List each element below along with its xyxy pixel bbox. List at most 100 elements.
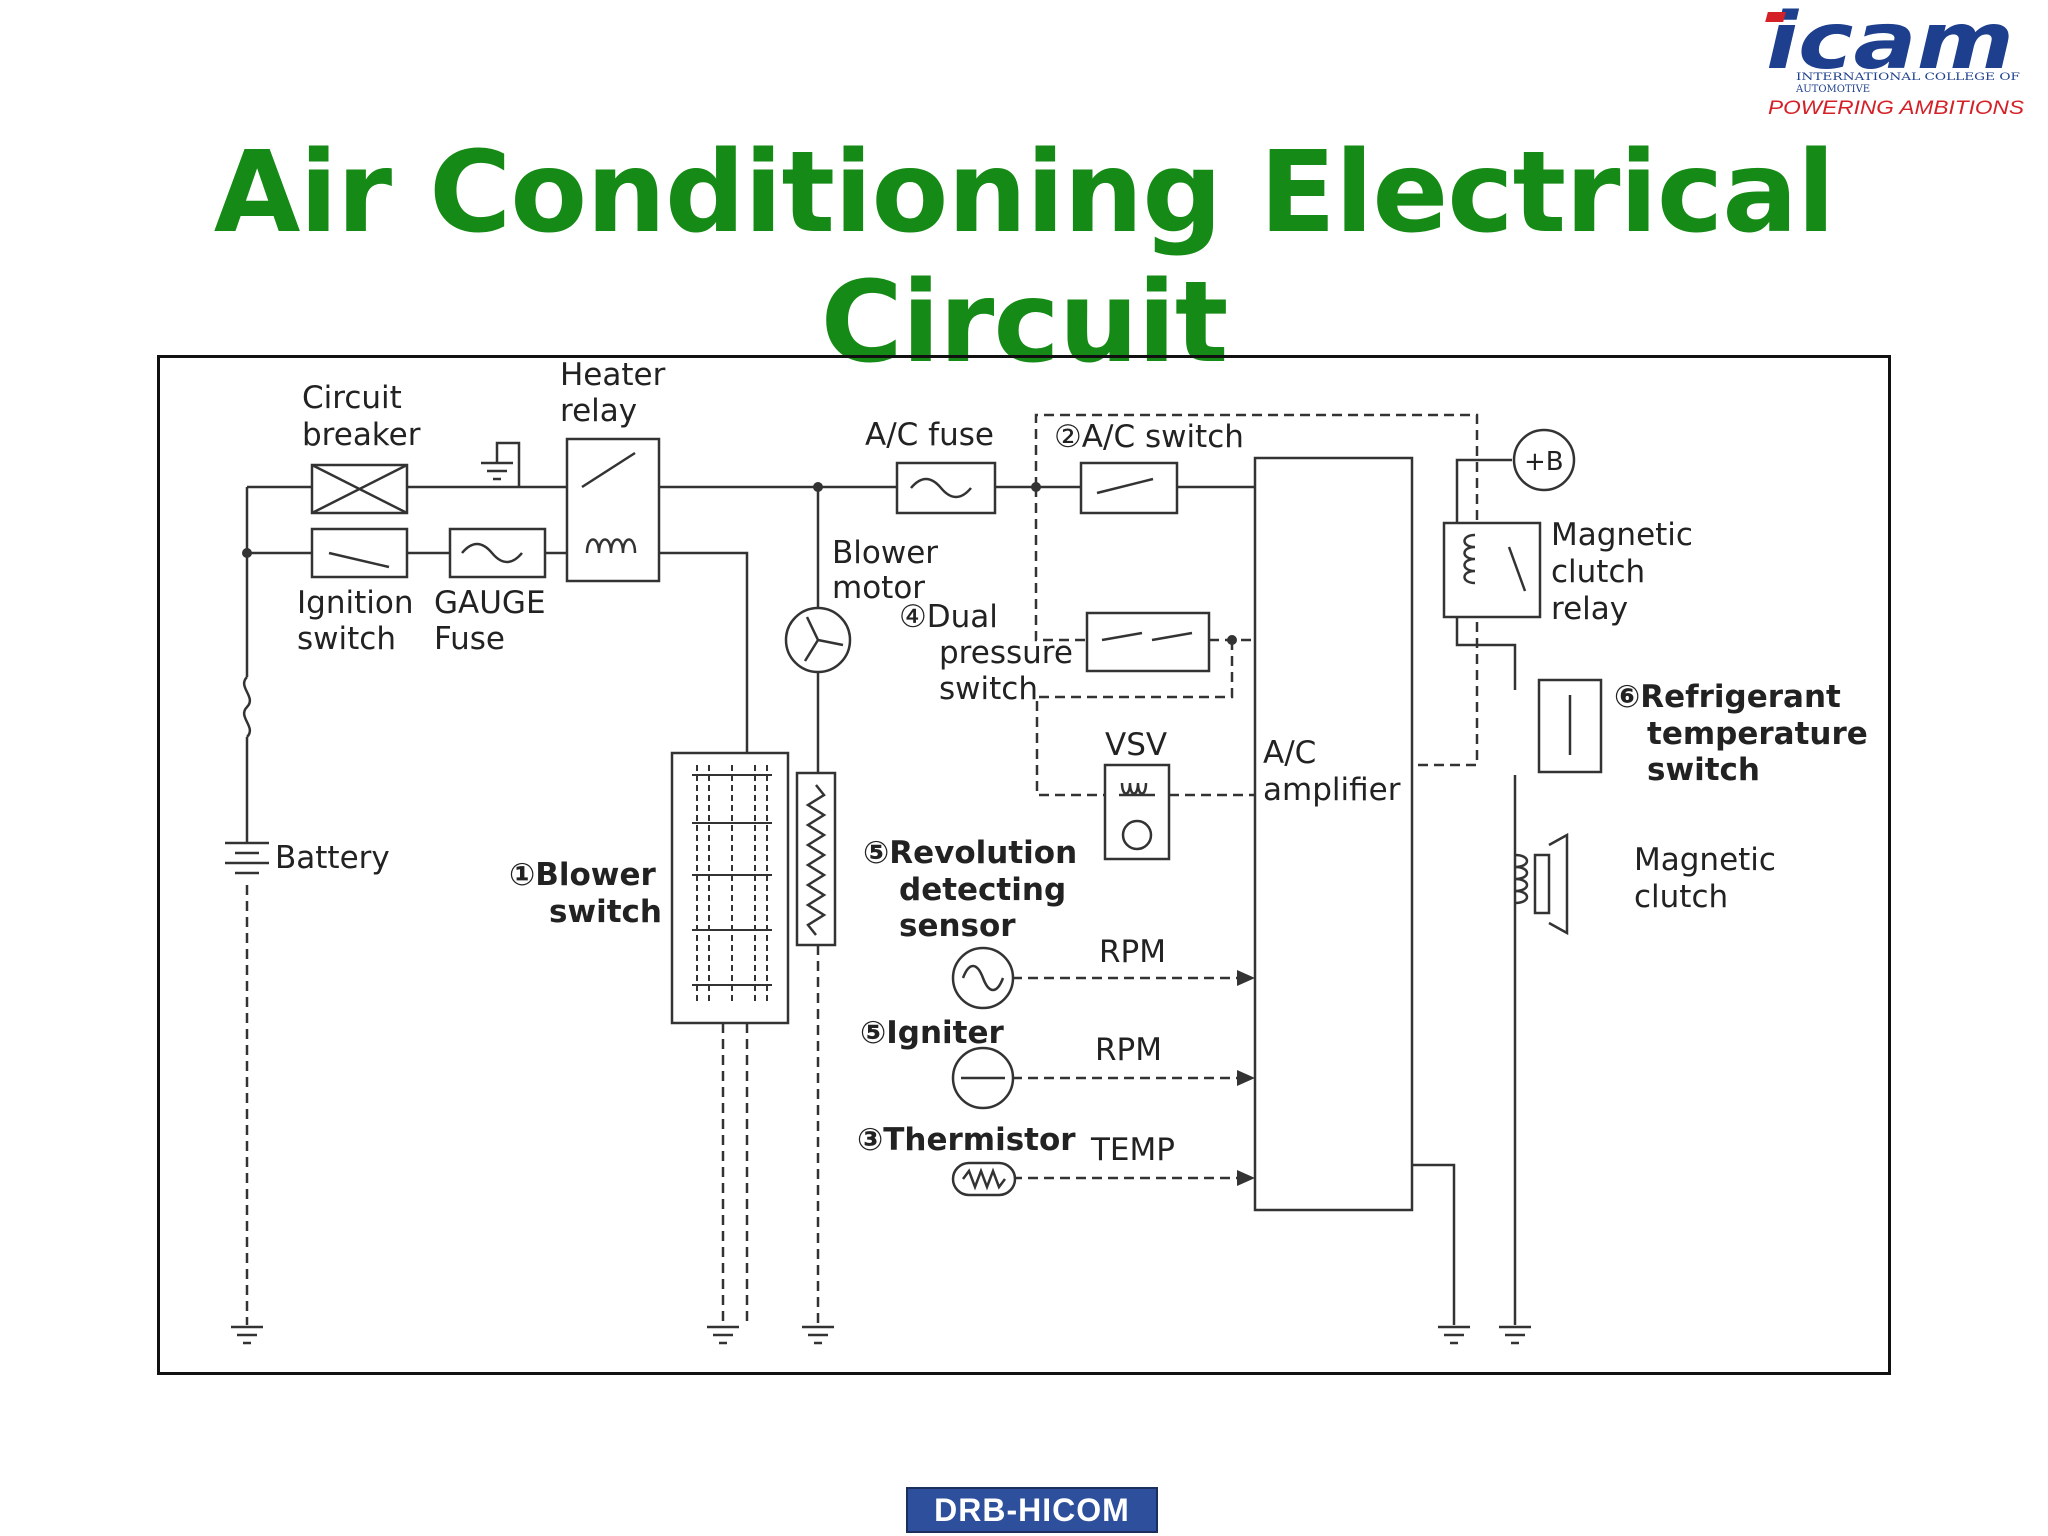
gauge-fuse-wave bbox=[461, 542, 523, 564]
label-gauge-fuse-1: GAUGE bbox=[434, 585, 546, 621]
magnetic-clutch-plate bbox=[1533, 832, 1569, 936]
blower-switch-contacts bbox=[692, 774, 772, 986]
revolution-sine bbox=[961, 964, 1005, 992]
vsv-valve-icon bbox=[1121, 819, 1153, 851]
label-dual-pressure-2: pressure bbox=[939, 635, 1073, 671]
clutch-relay-switch bbox=[1507, 546, 1527, 592]
logo-line2: AUTOMOTIVE bbox=[1795, 84, 1870, 95]
label-rpm-2: RPM bbox=[1095, 1032, 1162, 1068]
temp-arrow bbox=[1237, 1170, 1255, 1186]
slide-title: Air Conditioning Electrical Circuit bbox=[213, 128, 1835, 388]
circuit-breaker-cross bbox=[311, 463, 408, 515]
vsv-coil bbox=[1119, 782, 1155, 797]
clutch-relay-out-wire bbox=[1455, 605, 1517, 690]
label-gauge-fuse-2: Fuse bbox=[434, 621, 505, 657]
clutch-relay-coil bbox=[1463, 533, 1476, 585]
left-fusible-link bbox=[242, 676, 252, 738]
label-igniter: ⑤Igniter bbox=[860, 1015, 1005, 1051]
dual-pressure-contacts bbox=[1101, 631, 1193, 642]
label-ac-amplifier-2: amplifier bbox=[1263, 772, 1401, 808]
gauge-fuse bbox=[448, 527, 547, 579]
logo-accent bbox=[1765, 12, 1786, 22]
label-blower-switch-2: switch bbox=[549, 894, 662, 930]
dual-pressure-feed-wire bbox=[1034, 487, 1087, 642]
battery-symbol bbox=[225, 841, 269, 875]
diagram-frame bbox=[157, 355, 1891, 1375]
junction-dot bbox=[242, 548, 252, 558]
label-circuit-breaker-1: Circuit bbox=[302, 380, 402, 416]
label-revolution-2: detecting bbox=[899, 872, 1066, 908]
label-dual-pressure-3: switch bbox=[939, 671, 1038, 707]
junction-dot bbox=[813, 482, 823, 492]
dual-pressure-switch bbox=[1085, 611, 1211, 673]
logo-tagline: POWERING AMBITIONS bbox=[1768, 98, 2024, 119]
label-thermistor: ③Thermistor bbox=[857, 1122, 1076, 1158]
ground-symbol-blower-motor bbox=[802, 1325, 834, 1345]
ac-fuse bbox=[895, 461, 997, 515]
magnetic-clutch-relay bbox=[1442, 521, 1542, 619]
label-rpm-1: RPM bbox=[1099, 934, 1166, 970]
logo-wordmark: icam bbox=[1766, 4, 2014, 87]
label-magnetic-clutch-1: Magnetic bbox=[1634, 842, 1776, 878]
label-ac-amplifier-1: A/C bbox=[1263, 735, 1316, 771]
label-revolution-3: sensor bbox=[899, 908, 1016, 944]
ac-switch-dashed-loop bbox=[1034, 413, 1479, 767]
dual-pressure-to-vsv-wire bbox=[1035, 640, 1234, 797]
ac-switch bbox=[1079, 461, 1179, 515]
drb-hicom-badge: DRB-HICOM bbox=[906, 1487, 1158, 1533]
rpm-arrow-1 bbox=[1237, 970, 1255, 986]
ground-symbol-heater-relay bbox=[481, 461, 513, 481]
heater-relay-ground-wire bbox=[495, 441, 521, 487]
magnetic-clutch-coil bbox=[1514, 853, 1529, 905]
label-revolution-1: ⑤Revolution bbox=[863, 835, 1077, 871]
blower-switch-internal-lines bbox=[696, 765, 768, 1005]
label-temp: TEMP bbox=[1090, 1132, 1175, 1168]
rpm-arrow-2 bbox=[1237, 1070, 1255, 1086]
ac-fuse-wave bbox=[910, 477, 972, 499]
ground-symbol-battery bbox=[231, 1325, 263, 1345]
ground-symbol-blower-switch bbox=[707, 1325, 739, 1345]
junction-dot bbox=[1227, 635, 1237, 645]
ground-symbol-amplifier bbox=[1438, 1325, 1470, 1345]
label-blower-motor-2: motor bbox=[832, 570, 925, 606]
ignition-wire bbox=[247, 551, 749, 765]
label-vsv: VSV bbox=[1105, 727, 1167, 763]
ignition-switch-contact bbox=[328, 551, 390, 569]
plus-b-wire bbox=[1455, 458, 1512, 525]
icam-logo: icam INTERNATIONAL COLLEGE OF AUTOMOTIVE… bbox=[1765, 4, 2024, 119]
thermistor-zigzag bbox=[962, 1167, 1006, 1191]
heater-relay-coil bbox=[585, 538, 637, 554]
label-ignition-switch-2: switch bbox=[297, 621, 396, 657]
label-magnetic-clutch-relay-3: relay bbox=[1551, 591, 1628, 627]
label-heater-relay-1: Heater bbox=[560, 357, 666, 393]
ground-symbol-clutch bbox=[1499, 1325, 1531, 1345]
label-refrigerant-1: ⑥Refrigerant bbox=[1614, 679, 1841, 715]
blower-switch bbox=[670, 751, 790, 1025]
label-blower-motor-1: Blower bbox=[832, 535, 938, 571]
amplifier-ground-wire bbox=[1412, 1163, 1456, 1325]
label-ac-fuse: A/C fuse bbox=[865, 417, 994, 453]
label-heater-relay-2: relay bbox=[560, 393, 637, 429]
ac-circuit-diagram: Circuit breaker Heater relay A/C fuse ②A… bbox=[225, 357, 1868, 1345]
label-ac-switch: ②A/C switch bbox=[1054, 419, 1244, 455]
junction-dot bbox=[1031, 482, 1041, 492]
ignition-switch bbox=[310, 527, 409, 579]
label-plus-b: +B bbox=[1524, 447, 1564, 477]
label-magnetic-clutch-2: clutch bbox=[1634, 879, 1728, 915]
label-blower-switch-1: ①Blower bbox=[509, 857, 656, 893]
ac-amplifier bbox=[1253, 456, 1414, 1212]
label-battery: Battery bbox=[275, 840, 390, 876]
label-dual-pressure-1: ④Dual bbox=[899, 599, 998, 635]
label-magnetic-clutch-relay-2: clutch bbox=[1551, 554, 1645, 590]
label-refrigerant-3: switch bbox=[1647, 752, 1760, 788]
heater-relay-switch bbox=[581, 451, 636, 489]
plus-b-terminal bbox=[1512, 428, 1576, 492]
label-circuit-breaker-2: breaker bbox=[302, 417, 421, 453]
label-ignition-switch-1: Ignition bbox=[297, 585, 413, 621]
label-magnetic-clutch-relay-1: Magnetic bbox=[1551, 517, 1693, 553]
fan-icon bbox=[803, 616, 844, 662]
ac-switch-contact bbox=[1096, 477, 1154, 495]
label-refrigerant-2: temperature bbox=[1647, 716, 1868, 752]
blower-resistor-zigzag bbox=[805, 784, 827, 936]
logo-line1: INTERNATIONAL COLLEGE OF bbox=[1796, 72, 2020, 83]
